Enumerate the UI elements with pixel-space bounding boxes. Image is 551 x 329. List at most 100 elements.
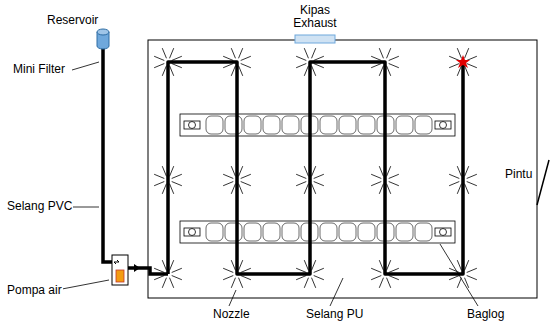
nozzle-spray bbox=[154, 174, 164, 178]
baglog bbox=[320, 223, 337, 241]
nozzle-spray bbox=[467, 268, 477, 272]
nozzle-spray bbox=[312, 184, 316, 194]
nozzle-spray bbox=[239, 278, 243, 288]
nozzle-spray bbox=[465, 166, 469, 176]
nozzles bbox=[154, 48, 477, 288]
nozzle-spray bbox=[389, 182, 399, 186]
baglog bbox=[339, 223, 356, 241]
nozzle-spray bbox=[449, 182, 459, 186]
nozzle-spray bbox=[172, 182, 182, 186]
nozzle-spray bbox=[379, 66, 383, 76]
nozzle-spray bbox=[170, 166, 174, 176]
nozzle-spray bbox=[241, 268, 251, 272]
baglog bbox=[206, 116, 223, 134]
nozzle-spray bbox=[231, 48, 235, 58]
nozzle-spray bbox=[223, 64, 233, 68]
nozzle-spray bbox=[154, 276, 164, 280]
nozzle-spray bbox=[387, 278, 391, 288]
nozzle-spray bbox=[314, 56, 324, 60]
nozzle-spray bbox=[296, 276, 306, 280]
nozzle-spray bbox=[371, 56, 381, 60]
nozzle-spray bbox=[449, 174, 459, 178]
leader-lines bbox=[62, 62, 478, 306]
pump-arrow bbox=[114, 260, 119, 264]
nozzle-spray bbox=[379, 166, 383, 176]
nozzle-spray bbox=[467, 174, 477, 178]
nozzle-spray bbox=[389, 276, 399, 280]
nozzle-spray bbox=[223, 174, 233, 178]
nozzle-spray bbox=[231, 166, 235, 176]
end-marker bbox=[456, 55, 470, 68]
nozzle-spray bbox=[241, 276, 251, 280]
nozzle-spray bbox=[312, 66, 316, 76]
nozzle-spray bbox=[312, 48, 316, 58]
nozzle-spray bbox=[371, 268, 381, 272]
nozzle-spray bbox=[387, 166, 391, 176]
nozzle-spray bbox=[172, 276, 182, 280]
nozzle-spray bbox=[304, 166, 308, 176]
pvc-hose bbox=[103, 48, 112, 262]
nozzle-spray bbox=[467, 64, 477, 68]
nozzle-spray bbox=[314, 276, 324, 280]
part-label: Pintu bbox=[504, 168, 533, 181]
nozzle-spray bbox=[172, 64, 182, 68]
nozzle-spray bbox=[371, 276, 381, 280]
nozzle-spray bbox=[170, 48, 174, 58]
nozzle-spray bbox=[312, 260, 316, 270]
nozzle-spray bbox=[172, 174, 182, 178]
baglog bbox=[415, 116, 432, 134]
part-label: Pompa air bbox=[6, 284, 63, 297]
nozzle-spray bbox=[296, 182, 306, 186]
part-label: Kipas Exhaust bbox=[288, 4, 342, 30]
nozzle-spray bbox=[304, 184, 308, 194]
nozzle-spray bbox=[449, 56, 459, 60]
nozzle-spray bbox=[467, 276, 477, 280]
water-pump bbox=[112, 255, 128, 285]
nozzle-spray bbox=[465, 278, 469, 288]
baglog bbox=[282, 116, 299, 134]
nozzle-spray bbox=[170, 260, 174, 270]
baglog bbox=[320, 116, 337, 134]
nozzle-spray bbox=[449, 268, 459, 272]
nozzle-spray bbox=[172, 56, 182, 60]
nozzle-spray bbox=[296, 56, 306, 60]
baglog-racks bbox=[180, 114, 455, 243]
nozzle-spray bbox=[304, 66, 308, 76]
nozzle-spray bbox=[296, 174, 306, 178]
nozzle-spray bbox=[379, 260, 383, 270]
nozzle-spray bbox=[371, 174, 381, 178]
nozzle-spray bbox=[465, 184, 469, 194]
rack-support bbox=[435, 121, 451, 129]
nozzle-spray bbox=[314, 174, 324, 178]
nozzle-spray bbox=[162, 260, 166, 270]
rack-wheel bbox=[189, 229, 196, 236]
nozzle-spray bbox=[170, 66, 174, 76]
nozzle-spray bbox=[239, 184, 243, 194]
nozzle-spray bbox=[387, 66, 391, 76]
nozzle-spray bbox=[241, 56, 251, 60]
nozzle-spray bbox=[241, 174, 251, 178]
baglog bbox=[244, 116, 261, 134]
rack-support bbox=[184, 228, 200, 236]
nozzle-spray bbox=[371, 64, 381, 68]
nozzle-spray bbox=[223, 268, 233, 272]
nozzle-spray bbox=[314, 182, 324, 186]
nozzle-spray bbox=[387, 184, 391, 194]
nozzle-spray bbox=[457, 278, 461, 288]
nozzle-spray bbox=[162, 184, 166, 194]
nozzle-spray bbox=[389, 64, 399, 68]
nozzle-spray bbox=[457, 48, 461, 58]
baglog bbox=[339, 116, 356, 134]
nozzle-spray bbox=[457, 184, 461, 194]
nozzle-spray bbox=[449, 276, 459, 280]
pump-motor bbox=[116, 270, 124, 282]
nozzle-spray bbox=[312, 166, 316, 176]
nozzle-spray bbox=[296, 268, 306, 272]
nozzle-spray bbox=[379, 48, 383, 58]
nozzle-spray bbox=[457, 66, 461, 76]
flow-arrow bbox=[134, 264, 140, 272]
rack-wheel bbox=[189, 122, 196, 129]
nozzle-spray bbox=[387, 48, 391, 58]
rack-support bbox=[184, 121, 200, 129]
